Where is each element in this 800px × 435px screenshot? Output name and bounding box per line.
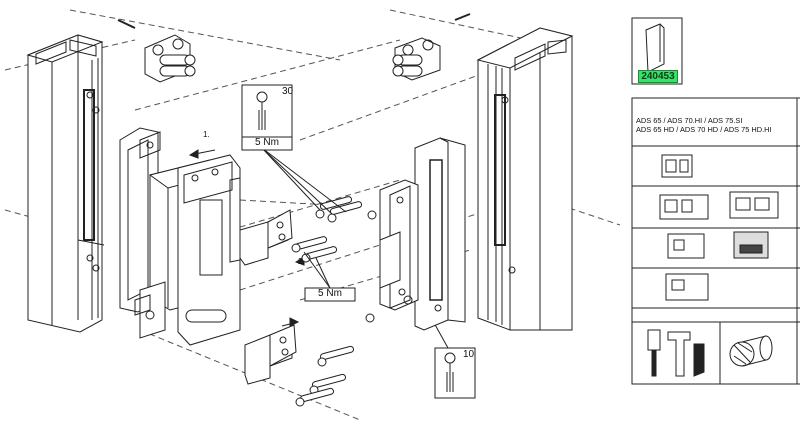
- profile-series-header: ADS 65 / ADS 70.HI / ADS 75.SI ADS 65 HD…: [636, 116, 772, 134]
- right-profile: [476, 27, 574, 331]
- section-thumbnails: [659, 154, 779, 301]
- torque-value-top: 5 Nm: [255, 137, 279, 148]
- profile-series-line-2: ADS 65 HD / ADS 70 HD / ADS 75 HD.HI: [636, 125, 772, 134]
- step-label-1: 1.: [203, 130, 210, 139]
- torque-box-middle: [304, 287, 356, 302]
- torque-callout-bottom: [434, 347, 476, 399]
- tools-icon: [647, 329, 705, 377]
- left-profile: [26, 34, 105, 333]
- profile-tube-icon: [729, 335, 773, 367]
- upper-angle-bracket: [239, 209, 313, 266]
- torx-size-bottom: 10: [463, 349, 475, 360]
- arrow-step-1: [188, 149, 216, 159]
- right-top-pin-plate: [392, 13, 471, 81]
- torque-value-middle: 5 Nm: [318, 288, 342, 299]
- step-label-2: 2.: [298, 257, 305, 266]
- article-code-badge: 240453: [638, 70, 678, 83]
- lower-angle-bracket: [244, 317, 300, 385]
- left-hinge-assembly: [119, 127, 241, 346]
- right-hinge-assembly: [379, 137, 466, 331]
- screws-lower: [295, 345, 355, 407]
- left-top-pin-plate: [117, 19, 196, 83]
- profile-series-line-1: ADS 65 / ADS 70.HI / ADS 75.SI: [636, 116, 743, 125]
- torque-callout-top: [241, 84, 293, 151]
- screws-middle: [291, 196, 377, 323]
- torx-size-top: 30: [282, 86, 294, 97]
